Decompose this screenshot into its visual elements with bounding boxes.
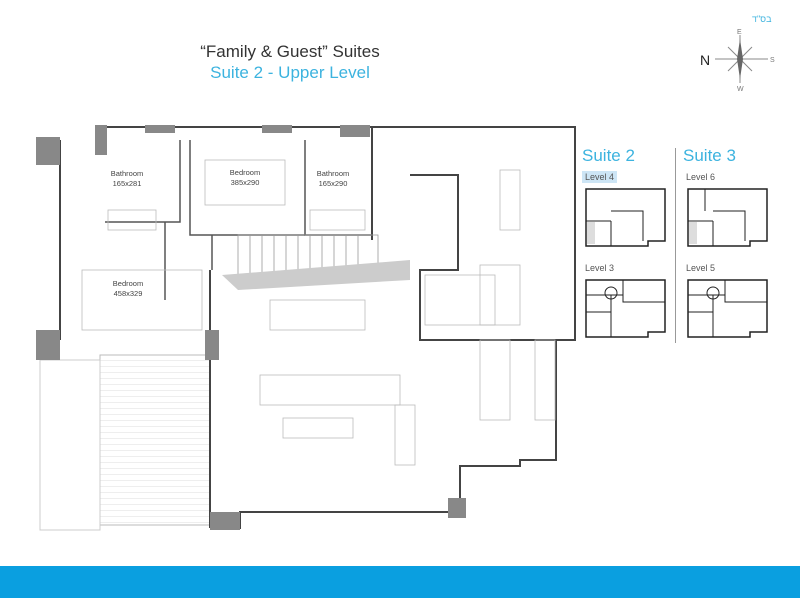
divider — [675, 148, 676, 343]
key-plan-level-3[interactable] — [583, 277, 668, 342]
level-3-link[interactable]: Level 3 — [585, 263, 615, 273]
terrace-deck — [99, 354, 211, 526]
room-labels: Bathroom 165x281 Bedroom 385x290 Bathroo… — [111, 168, 350, 298]
furniture — [81, 159, 556, 466]
room-name: Bathroom — [111, 169, 144, 178]
suite-2-heading: Suite 2 — [582, 146, 635, 165]
key-plan-level-5[interactable] — [685, 277, 770, 342]
level-5-link[interactable]: Level 5 — [686, 263, 716, 273]
compass-west: W — [737, 86, 744, 93]
footer-bar — [0, 566, 800, 598]
room-name: Bathroom — [317, 169, 350, 178]
room-size: 458x329 — [114, 289, 143, 298]
page-title: “Family & Guest” Suites — [200, 42, 380, 61]
page-subtitle: Suite 2 - Upper Level — [210, 63, 370, 82]
compass-north: N — [700, 52, 710, 68]
room-size: 385x290 — [231, 178, 260, 187]
compass-icon: N E S W — [700, 29, 775, 93]
level-4-link[interactable]: Level 4 — [582, 171, 618, 183]
key-plan-level-4[interactable] — [583, 186, 668, 251]
key-plan-level-6[interactable] — [685, 186, 770, 251]
floor-plan: Bathroom 165x281 Bedroom 385x290 Bathroo… — [36, 125, 576, 531]
room-name: Bedroom — [113, 279, 143, 288]
room-name: Bedroom — [230, 168, 260, 177]
suite-3-heading: Suite 3 — [683, 146, 736, 165]
room-size: 165x281 — [113, 179, 142, 188]
hebrew-mark: בס"ד — [752, 14, 772, 24]
compass-south: S — [770, 57, 775, 64]
room-size: 165x290 — [319, 179, 348, 188]
compass-east: E — [737, 29, 742, 36]
level-6-link[interactable]: Level 6 — [686, 172, 716, 182]
